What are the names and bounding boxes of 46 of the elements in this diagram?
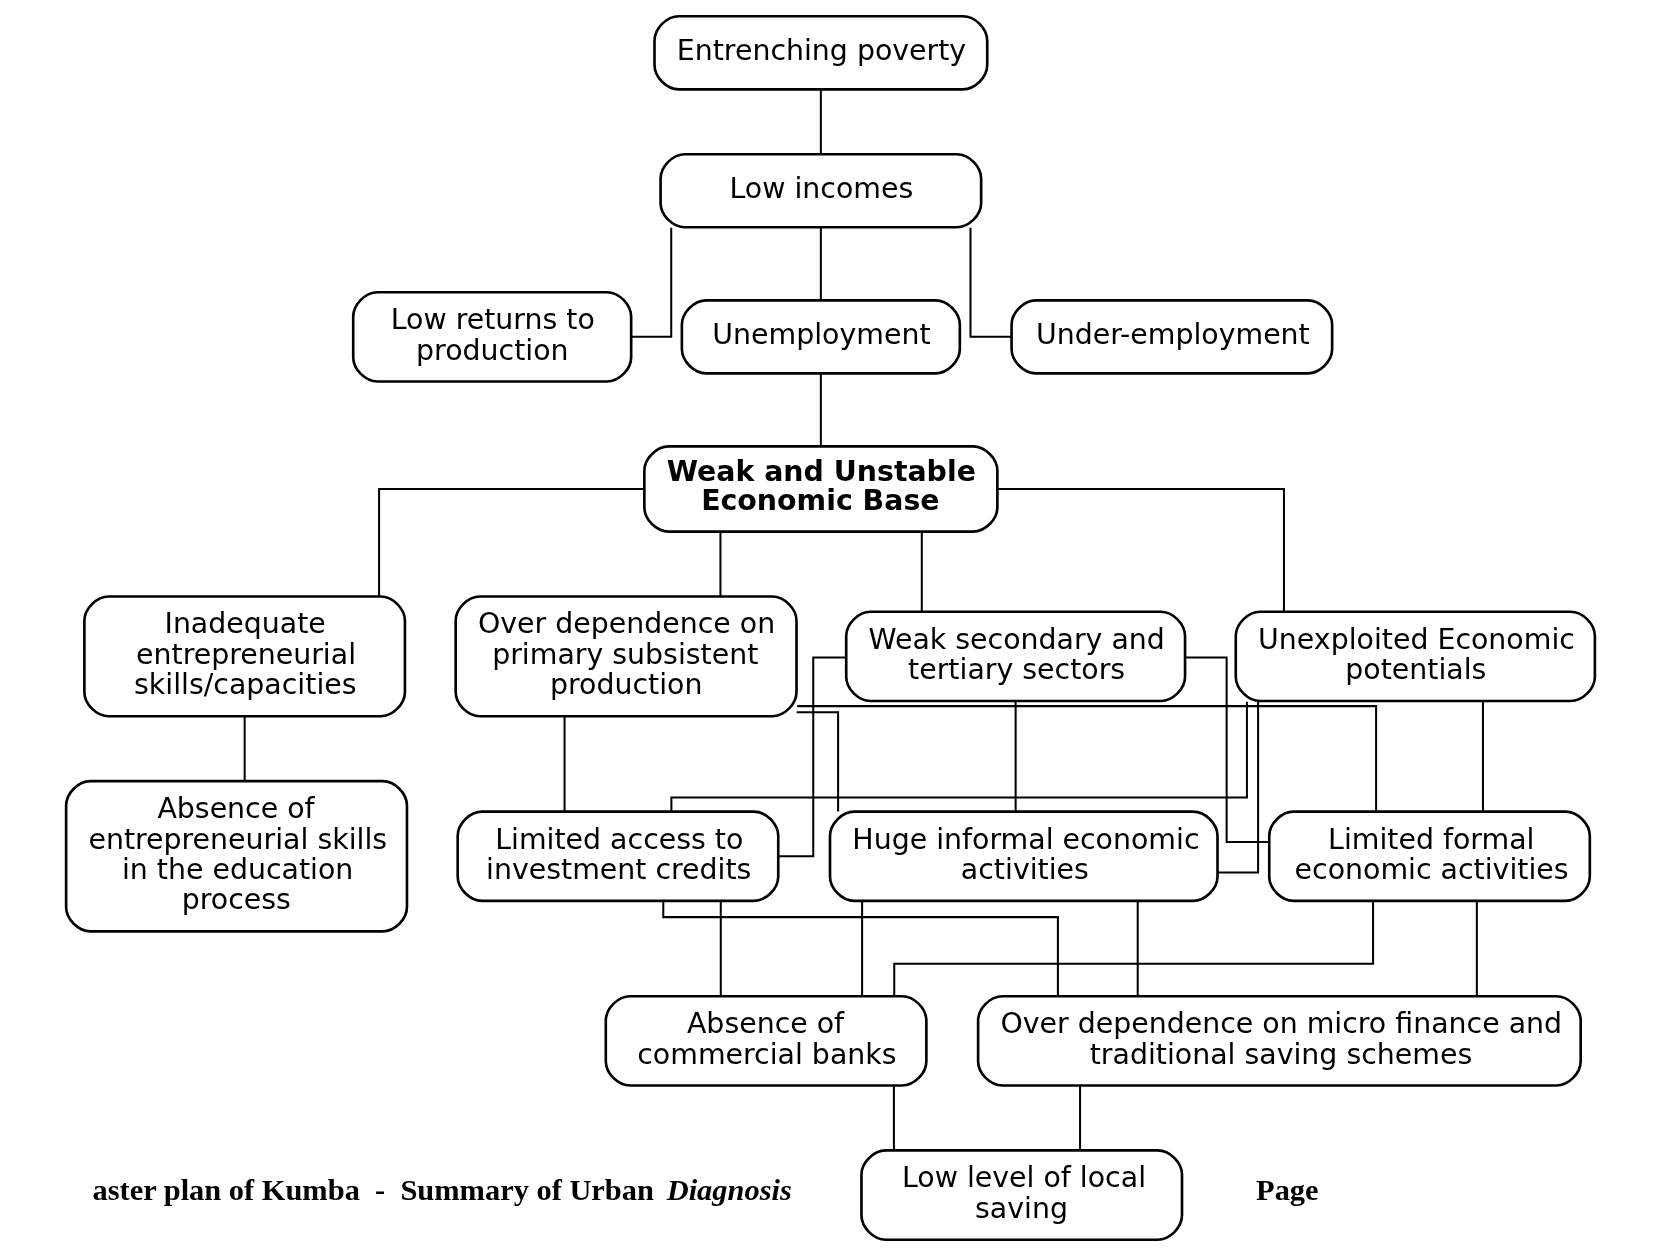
connector bbox=[1185, 656, 1269, 844]
node-box: Under-employment bbox=[1010, 299, 1334, 375]
connector bbox=[719, 532, 722, 597]
connector bbox=[1481, 701, 1484, 812]
connector bbox=[1014, 701, 1017, 812]
connector bbox=[670, 701, 1248, 812]
connector bbox=[378, 488, 644, 596]
node-box: Weak secondary and tertiary sectors bbox=[844, 610, 1187, 703]
connector bbox=[797, 705, 1378, 812]
connector bbox=[997, 488, 1285, 612]
node-box: Over dependence on micro finance and traditional saving schemes bbox=[976, 994, 1582, 1087]
connector bbox=[819, 373, 822, 447]
node-box: Limited formal economic activities bbox=[1267, 810, 1592, 903]
node-box: Inadequate entrepreneurial skills/capacities bbox=[83, 595, 407, 718]
connector bbox=[819, 227, 822, 300]
connector bbox=[1136, 900, 1139, 996]
node-box: Unemployment bbox=[680, 299, 962, 375]
label: aster plan of Kumba - Summary of Urban Diagnosis bbox=[92, 1173, 792, 1208]
connector bbox=[892, 1086, 895, 1150]
connector bbox=[778, 656, 846, 858]
connector bbox=[861, 900, 864, 996]
node-box: Low returns to production bbox=[351, 290, 633, 383]
node-box: Over dependence on primary subsistent production bbox=[454, 595, 798, 718]
node-box: Low level of local saving bbox=[860, 1149, 1184, 1242]
node-box: Entrenching poverty bbox=[653, 14, 989, 91]
connector bbox=[631, 227, 673, 338]
node-box: Huge informal economic activities bbox=[828, 810, 1219, 903]
node-box: Absence of entrepreneurial skills in the education process bbox=[64, 779, 409, 933]
node-box: Limited access to investment credits bbox=[456, 810, 780, 903]
connector bbox=[243, 716, 246, 781]
node-box: Absence of commercial banks bbox=[604, 994, 928, 1087]
connector bbox=[920, 532, 923, 612]
connector bbox=[1079, 1086, 1082, 1150]
node-box: Weak and Unstable Economic Base bbox=[643, 445, 999, 533]
connector bbox=[796, 711, 840, 812]
connector bbox=[969, 227, 1012, 338]
node-box: Unexploited Economic potentials bbox=[1234, 610, 1597, 703]
connector bbox=[1475, 900, 1478, 996]
node-box: Low incomes bbox=[659, 152, 983, 229]
connector bbox=[662, 901, 1059, 997]
connector bbox=[819, 89, 822, 154]
connector bbox=[1217, 701, 1260, 874]
connector bbox=[563, 716, 566, 812]
connector bbox=[893, 901, 1375, 997]
connector bbox=[719, 900, 722, 996]
label: Page bbox=[1256, 1173, 1319, 1208]
